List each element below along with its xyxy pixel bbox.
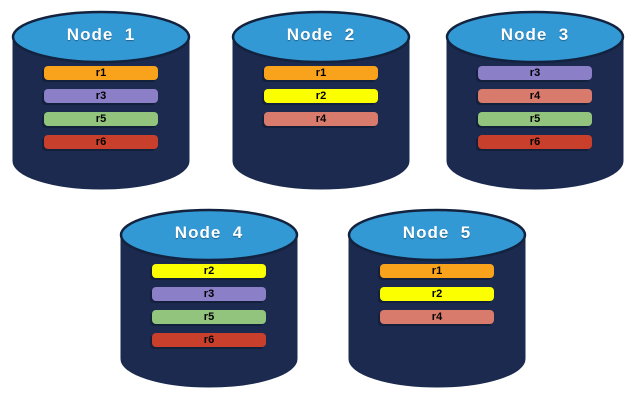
replica-label: r6 [203,334,215,346]
replica-list: r1 r2 r4 [380,264,494,324]
node-title: Node 3 [500,25,570,44]
node-3: Node 3 r3 r4 r5 r6 [444,8,626,192]
replica-label: r3 [529,67,541,79]
replica-label: r6 [529,136,541,148]
replica-bar-r2: r2 [152,264,266,278]
replica-bar-r6: r6 [152,333,266,347]
node-title: Node 4 [174,223,244,242]
cylinder-top-ellipse [231,10,411,64]
replica-list: r2 r3 r5 r6 [152,264,266,347]
replica-bar-r1: r1 [44,66,158,80]
cylinder-top-ellipse [11,10,191,64]
cylinder-top-ellipse [347,208,527,262]
replica-bar-r5: r5 [152,310,266,324]
replica-bar-r6: r6 [44,135,158,149]
node-5: Node 5 r1 r2 r4 [346,206,528,390]
node-1: Node 1 r1 r3 r5 r6 [10,8,192,192]
replica-label: r3 [203,288,215,300]
replica-label: r2 [431,288,443,300]
cylinder-top-ellipse [445,10,625,64]
node-2: Node 2 r1 r2 r4 [230,8,412,192]
replica-label: r2 [315,90,327,102]
replica-label: r1 [315,67,327,79]
replica-bar-r5: r5 [478,112,592,126]
replica-bar-r6: r6 [478,135,592,149]
replica-bar-r2: r2 [380,287,494,301]
replica-bar-r3: r3 [44,89,158,103]
node-4: Node 4 r2 r3 r5 r6 [118,206,300,390]
replica-label: r4 [431,311,443,323]
replica-label: r4 [529,90,541,102]
replica-bar-r4: r4 [264,112,378,126]
node-title: Node 5 [402,223,472,242]
replica-label: r6 [95,136,107,148]
replica-label: r5 [95,113,107,125]
replica-bar-r3: r3 [152,287,266,301]
replica-list: r1 r2 r4 [264,66,378,126]
cylinder-top-ellipse [119,208,299,262]
replica-bar-r4: r4 [380,310,494,324]
replica-label: r5 [529,113,541,125]
replica-label: r4 [315,113,327,125]
replica-bar-r2: r2 [264,89,378,103]
replica-label: r5 [203,311,215,323]
replica-label: r1 [431,265,443,277]
replica-list: r3 r4 r5 r6 [478,66,592,149]
replica-list: r1 r3 r5 r6 [44,66,158,149]
replica-label: r3 [95,90,107,102]
replica-bar-r3: r3 [478,66,592,80]
replica-bar-r1: r1 [264,66,378,80]
node-title: Node 1 [66,25,136,44]
replica-bar-r1: r1 [380,264,494,278]
replica-label: r2 [203,265,215,277]
node-title: Node 2 [286,25,356,44]
replica-bar-r5: r5 [44,112,158,126]
replica-label: r1 [95,67,107,79]
replica-bar-r4: r4 [478,89,592,103]
